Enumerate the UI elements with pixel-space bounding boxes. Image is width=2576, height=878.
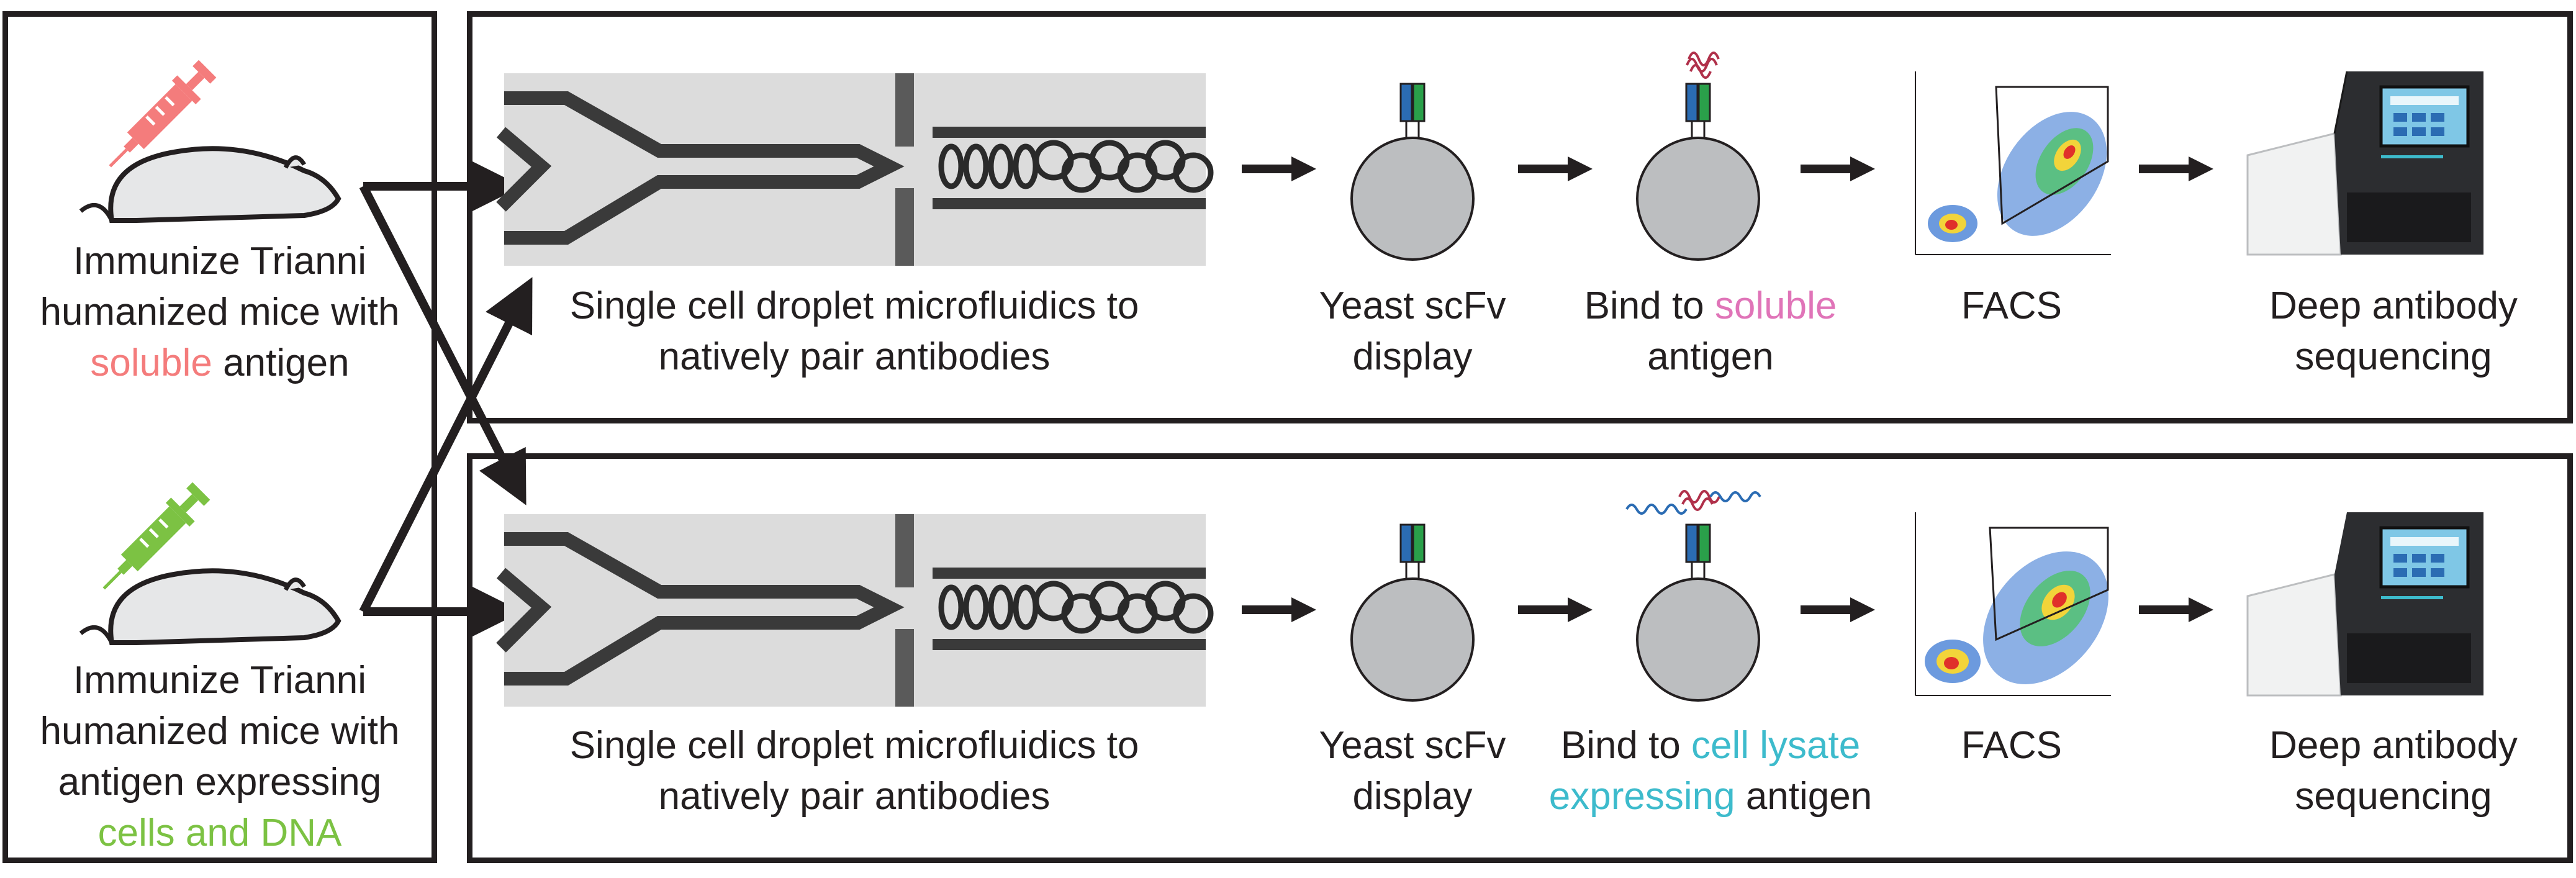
soluble-highlight: soluble xyxy=(90,342,212,384)
microfluidics-line1: Single cell droplet microfluidics to xyxy=(569,284,1139,327)
bind-line2: antigen xyxy=(1647,335,1774,378)
microfluidic-chip-image xyxy=(496,73,1214,266)
yeast-label-row1: Yeast scFv display xyxy=(1319,281,1506,382)
antigen-icon xyxy=(1686,52,1720,79)
antigen-icon xyxy=(1625,490,1761,515)
bind-line1: Bind to soluble xyxy=(1584,281,1837,332)
microfluidics-line2: natively pair antibodies xyxy=(658,775,1051,818)
microfluidic-chip-image-row2 xyxy=(496,514,1214,707)
syringe-icon-top xyxy=(109,60,217,168)
bind-cell-lysate-highlight: cell lysate xyxy=(1691,724,1861,767)
mouse-bottom-line2: humanized mice with xyxy=(40,710,400,753)
bind-label-row1: Bind to soluble antigen xyxy=(1584,281,1837,382)
microfluidics-label-row1: Single cell droplet microfluidics to nat… xyxy=(570,281,1139,382)
mouse-icon-top xyxy=(79,146,341,223)
antibody-icon xyxy=(1399,83,1426,140)
bind-line2-rest: antigen xyxy=(1735,775,1873,818)
mouse-bottom-line3: antigen expressing xyxy=(58,761,382,803)
mouse-top-line1: Immunize Trianni xyxy=(73,240,367,283)
sequencer-icon-row1 xyxy=(2246,71,2483,256)
facs-plot-icon-row1 xyxy=(1915,71,2111,255)
bind-line1: Bind to cell lysate xyxy=(1549,720,1872,771)
bind-prefix: Bind to xyxy=(1560,724,1692,767)
mouse-bottom-label: Immunize Trianni humanized mice with ant… xyxy=(40,655,400,859)
sequencing-label-row1: Deep antibody sequencing xyxy=(2269,281,2518,382)
microfluidics-line2: natively pair antibodies xyxy=(658,335,1051,378)
mouse-top-line3-rest: antigen xyxy=(212,342,350,384)
bind-line2: expressing antigen xyxy=(1549,771,1872,822)
arrow-icon-top-to-bottom xyxy=(359,184,526,505)
row1-arrows xyxy=(1242,156,2213,181)
arrow-icon-bottom-to-top xyxy=(359,277,533,614)
yeast-cell-icon-row1 xyxy=(1350,83,1475,261)
yeast-line1: Yeast scFv xyxy=(1319,284,1506,327)
mouse-bottom-line1: Immunize Trianni xyxy=(73,659,367,702)
bound-cell-icon-row2 xyxy=(1625,490,1761,702)
mouse-top-line3: soluble antigen xyxy=(40,338,400,389)
microfluidics-label-row2: Single cell droplet microfluidics to nat… xyxy=(570,720,1139,822)
bind-label-row2: Bind to cell lysate expressing antigen xyxy=(1549,720,1872,822)
yeast-cell-icon-row2 xyxy=(1350,523,1475,702)
sequencer-icon-row2 xyxy=(2246,512,2483,697)
facs-label-row1: FACS xyxy=(1961,284,2062,327)
sequencing-line1: Deep antibody xyxy=(2269,724,2518,767)
sequencing-line1: Deep antibody xyxy=(2269,284,2518,327)
facs-label-row2: FACS xyxy=(1961,724,2062,767)
sequencing-line2: sequencing xyxy=(2295,775,2492,818)
yeast-line2: display xyxy=(1352,775,1473,818)
syringe-icon-bottom xyxy=(102,482,210,590)
microfluidics-line1: Single cell droplet microfluidics to xyxy=(569,724,1139,767)
bind-prefix: Bind to xyxy=(1584,284,1715,327)
facs-plot-icon-row2 xyxy=(1915,512,2111,696)
sequencing-line2: sequencing xyxy=(2295,335,2492,378)
yeast-label-row2: Yeast scFv display xyxy=(1319,720,1506,822)
mouse-top-label: Immunize Trianni humanized mice with sol… xyxy=(40,236,400,389)
bind-expressing-highlight: expressing xyxy=(1548,775,1735,818)
yeast-line1: Yeast scFv xyxy=(1319,724,1506,767)
yeast-line2: display xyxy=(1352,335,1473,378)
mouse-top-line2: humanized mice with xyxy=(40,291,400,333)
mouse-icon-bottom xyxy=(79,568,341,645)
cells-and-dna-highlight: cells and DNA xyxy=(97,812,342,854)
sequencing-label-row2: Deep antibody sequencing xyxy=(2269,720,2518,822)
bound-cell-icon-row1 xyxy=(1636,52,1760,261)
bind-soluble-highlight: soluble xyxy=(1714,284,1837,327)
